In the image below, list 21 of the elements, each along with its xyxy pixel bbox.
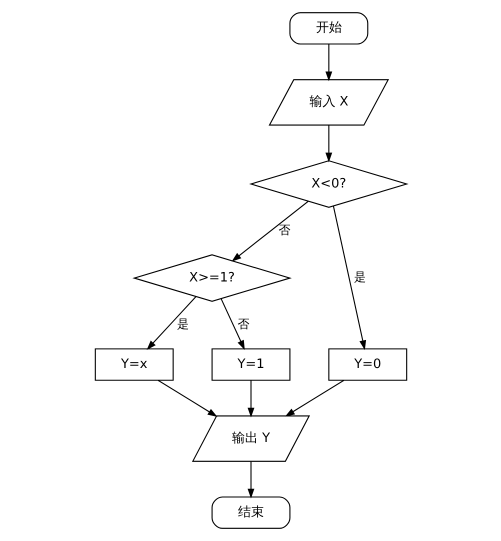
edge-label: 否 xyxy=(236,317,249,332)
edge-label: 是 xyxy=(354,270,366,284)
node-box: 结束 xyxy=(211,496,290,529)
node-box: Y=x xyxy=(94,348,174,381)
node-diamond: X<0? xyxy=(248,160,408,208)
node-diamond: X>=1? xyxy=(132,254,292,302)
arrow xyxy=(247,462,254,498)
arrow xyxy=(146,296,196,350)
arrow xyxy=(157,380,217,417)
arrow xyxy=(324,125,332,162)
arrow xyxy=(332,206,366,350)
node-box: Y=0 xyxy=(328,348,407,381)
arrow xyxy=(231,200,308,262)
arrow xyxy=(284,380,344,417)
node-box: 开始 xyxy=(288,12,368,45)
edge-label: 否 xyxy=(278,223,290,238)
arrow xyxy=(247,380,254,418)
node-box: Y=1 xyxy=(211,348,290,381)
arrow xyxy=(324,44,332,82)
edge-label: 是 xyxy=(176,317,188,332)
arrow xyxy=(220,298,244,350)
